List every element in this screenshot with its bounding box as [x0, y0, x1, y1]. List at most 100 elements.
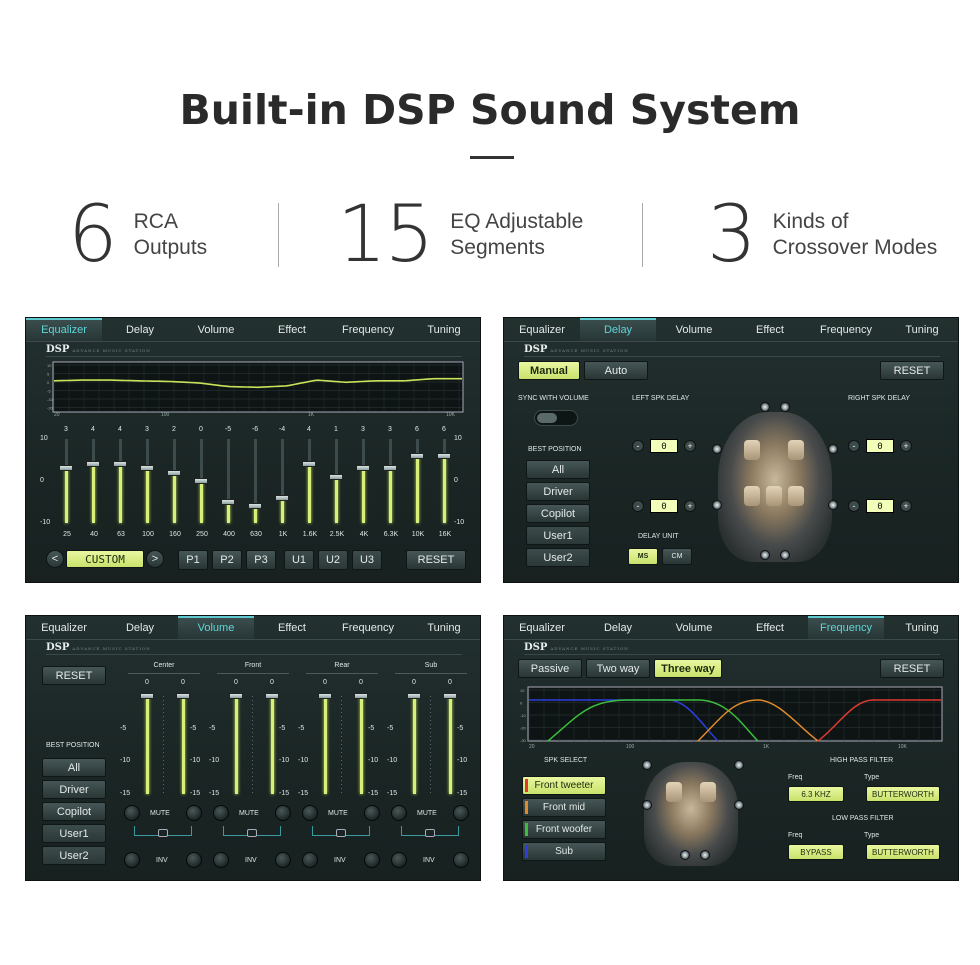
mode-passive-button[interactable]: Passive [518, 659, 582, 678]
eq-slider-knob[interactable] [356, 465, 370, 472]
inv-right-button[interactable] [186, 852, 202, 868]
tab-tuning[interactable]: Tuning [905, 324, 939, 336]
eq-slider-knob[interactable] [410, 452, 424, 459]
tab-frequency[interactable]: Frequency [342, 324, 394, 336]
tab-frequency[interactable]: Frequency [342, 622, 394, 634]
eq-slider-knob[interactable] [113, 461, 127, 468]
tab-equalizer[interactable]: Equalizer [26, 318, 102, 341]
sync-volume-toggle[interactable] [534, 410, 578, 426]
tab-volume[interactable]: Volume [675, 622, 713, 634]
frequency-reset-button[interactable]: RESET [880, 659, 944, 678]
volume-slider-knob[interactable] [176, 693, 190, 699]
position-driver-button[interactable]: Driver [42, 780, 106, 799]
preset-u2-button[interactable]: U2 [318, 550, 348, 570]
tab-tuning[interactable]: Tuning [427, 622, 461, 634]
mute-left-button[interactable] [302, 805, 318, 821]
mute-left-button[interactable] [391, 805, 407, 821]
delay-manual-button[interactable]: Manual [518, 361, 580, 380]
tab-effect[interactable]: Effect [278, 622, 306, 634]
delay-reset-button[interactable]: RESET [880, 361, 944, 380]
delay-rear-left-value[interactable]: 0 [650, 499, 678, 513]
inv-right-button[interactable] [364, 852, 380, 868]
position-copilot-button[interactable]: Copilot [526, 504, 590, 523]
preset-p2-button[interactable]: P2 [212, 550, 242, 570]
tab-delay[interactable]: Delay [125, 324, 155, 336]
eq-slider-knob[interactable] [437, 452, 451, 459]
preset-name[interactable]: CUSTOM [66, 550, 144, 568]
tab-tuning[interactable]: Tuning [905, 622, 939, 634]
volume-slider-knob[interactable] [140, 693, 154, 699]
eq-slider-knob[interactable] [221, 499, 235, 505]
link-icon[interactable] [158, 829, 168, 837]
delay-plus-button[interactable]: + [684, 500, 696, 512]
preset-p3-button[interactable]: P3 [246, 550, 276, 570]
position-user1-button[interactable]: User1 [42, 824, 106, 843]
speaker-select-button[interactable]: Sub [522, 842, 606, 861]
eq-reset-button[interactable]: RESET [406, 550, 466, 570]
mute-left-button[interactable] [213, 805, 229, 821]
eq-slider-knob[interactable] [194, 478, 208, 484]
delay-plus-button[interactable]: + [900, 500, 912, 512]
link-icon[interactable] [336, 829, 346, 837]
eq-slider-knob[interactable] [59, 465, 73, 472]
inv-right-button[interactable] [275, 852, 291, 868]
volume-reset-button[interactable]: RESET [42, 666, 106, 685]
mute-right-button[interactable] [364, 805, 380, 821]
position-all-button[interactable]: All [526, 460, 590, 479]
position-user2-button[interactable]: User2 [526, 548, 590, 567]
volume-slider-knob[interactable] [407, 693, 421, 699]
volume-slider-knob[interactable] [265, 693, 279, 699]
preset-prev-button[interactable]: < [46, 550, 64, 568]
hpf-freq-value[interactable]: 6.3 KHZ [788, 786, 844, 802]
eq-slider-knob[interactable] [248, 503, 262, 510]
unit-cm-button[interactable]: CM [662, 548, 692, 565]
tab-equalizer[interactable]: Equalizer [519, 324, 565, 336]
delay-plus-button[interactable]: + [684, 440, 696, 452]
eq-slider-knob[interactable] [329, 473, 343, 480]
delay-plus-button[interactable]: + [900, 440, 912, 452]
mute-right-button[interactable] [453, 805, 469, 821]
preset-p1-button[interactable]: P1 [178, 550, 208, 570]
position-copilot-button[interactable]: Copilot [42, 802, 106, 821]
volume-slider-knob[interactable] [229, 693, 243, 699]
inv-right-button[interactable] [453, 852, 469, 868]
preset-u3-button[interactable]: U3 [352, 550, 382, 570]
inv-left-button[interactable] [213, 852, 229, 868]
inv-left-button[interactable] [391, 852, 407, 868]
delay-front-left-value[interactable]: 0 [650, 439, 678, 453]
mute-right-button[interactable] [186, 805, 202, 821]
mode-three-way-button[interactable]: Three way [654, 659, 722, 678]
tab-tuning[interactable]: Tuning [427, 324, 461, 336]
speaker-select-button[interactable]: Front tweeter [522, 776, 606, 795]
eq-slider-knob[interactable] [167, 469, 181, 476]
tab-effect[interactable]: Effect [278, 324, 306, 336]
delay-auto-button[interactable]: Auto [584, 361, 648, 380]
position-all-button[interactable]: All [42, 758, 106, 777]
volume-slider-knob[interactable] [443, 693, 457, 699]
unit-ms-button[interactable]: MS [628, 548, 658, 565]
preset-u1-button[interactable]: U1 [284, 550, 314, 570]
inv-left-button[interactable] [124, 852, 140, 868]
eq-slider-knob[interactable] [275, 494, 289, 501]
tab-effect[interactable]: Effect [756, 324, 784, 336]
delay-minus-button[interactable]: - [848, 500, 860, 512]
tab-volume[interactable]: Volume [197, 324, 235, 336]
tab-frequency[interactable]: Frequency [808, 616, 884, 639]
delay-rear-right-value[interactable]: 0 [866, 499, 894, 513]
delay-minus-button[interactable]: - [632, 440, 644, 452]
preset-next-button[interactable]: > [146, 550, 164, 568]
mute-left-button[interactable] [124, 805, 140, 821]
tab-volume[interactable]: Volume [178, 616, 254, 639]
delay-minus-button[interactable]: - [632, 500, 644, 512]
position-user2-button[interactable]: User2 [42, 846, 106, 865]
volume-slider-knob[interactable] [354, 693, 368, 699]
eq-slider-knob[interactable] [140, 465, 154, 472]
link-icon[interactable] [247, 829, 257, 837]
volume-slider-knob[interactable] [318, 693, 332, 699]
lpf-freq-value[interactable]: BYPASS [788, 844, 844, 860]
link-icon[interactable] [425, 829, 435, 837]
eq-slider-knob[interactable] [86, 461, 100, 468]
speaker-select-button[interactable]: Front mid [522, 798, 606, 817]
mode-two-way-button[interactable]: Two way [586, 659, 650, 678]
tab-equalizer[interactable]: Equalizer [41, 622, 87, 634]
